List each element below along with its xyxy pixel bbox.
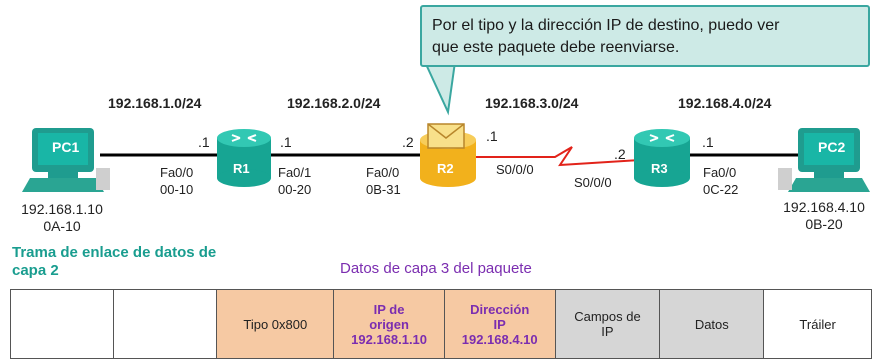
frame-cell-data: Datos [659, 289, 765, 359]
pc2-icon [778, 128, 870, 192]
r2-right-host: .1 [486, 128, 498, 144]
frame-cell-trailer: Tráiler [763, 289, 872, 359]
r3-left-host: .2 [614, 146, 626, 162]
network-label-4: 192.168.4.0/24 [678, 95, 772, 111]
frame-cell-empty-2 [113, 289, 218, 359]
r2-left-host: .2 [402, 134, 414, 150]
serial-link-r2-r3 [475, 146, 641, 167]
pc2-name: PC2 [818, 139, 846, 155]
r3-name: R3 [651, 161, 668, 176]
r2-name: R2 [437, 161, 454, 176]
callout-line-2: que este paquete debe reenviarse. [432, 39, 680, 56]
r1-left-host: .1 [198, 134, 210, 150]
packet-envelope-icon [427, 123, 465, 149]
network-label-1: 192.168.1.0/24 [108, 95, 202, 111]
frame-cell-type: Tipo 0x800 [216, 289, 335, 359]
router-r1-icon [217, 129, 271, 187]
pc1-icon [22, 128, 110, 192]
packet-caption: Datos de capa 3 del paquete [340, 260, 532, 277]
r3-right-host: .1 [702, 134, 714, 150]
pc1-name: PC1 [52, 139, 80, 155]
r1-name: R1 [233, 161, 250, 176]
network-label-3: 192.168.3.0/24 [485, 95, 579, 111]
network-label-2: 192.168.2.0/24 [287, 95, 381, 111]
callout-line-1: Por el tipo y la dirección IP de destino… [432, 17, 780, 34]
r2-right-interface: S0/0/0 [496, 162, 534, 177]
callout-box: Por el tipo y la dirección IP de destino… [420, 5, 870, 67]
r1-right-host: .1 [280, 134, 292, 150]
callout-pointer-fill [427, 60, 453, 104]
router-r3-icon [634, 129, 690, 187]
frame-cell-empty-1 [9, 289, 115, 359]
r3-left-interface: S0/0/0 [574, 175, 612, 190]
